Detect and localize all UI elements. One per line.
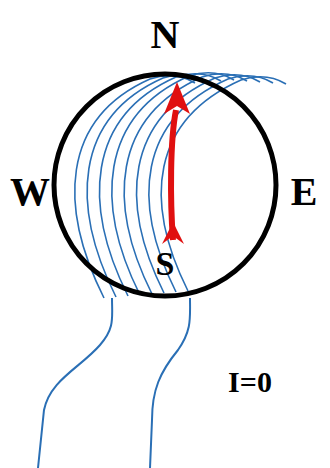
coil-turn xyxy=(149,76,273,292)
coil-turn xyxy=(124,74,247,294)
coil-turn xyxy=(87,75,208,297)
lead-wire xyxy=(38,298,112,468)
coil-turn xyxy=(161,77,286,291)
compass-ring xyxy=(54,74,276,296)
current-label: I=0 xyxy=(228,367,272,397)
compass-needle xyxy=(162,82,190,244)
west-label: W xyxy=(10,172,50,212)
coil-windings xyxy=(75,73,286,298)
lead-wire xyxy=(150,298,190,468)
north-label: N xyxy=(151,15,180,55)
south-label: S xyxy=(156,247,175,281)
east-label: E xyxy=(291,172,318,212)
coil-turn xyxy=(100,74,221,296)
coil-turn xyxy=(112,73,234,295)
